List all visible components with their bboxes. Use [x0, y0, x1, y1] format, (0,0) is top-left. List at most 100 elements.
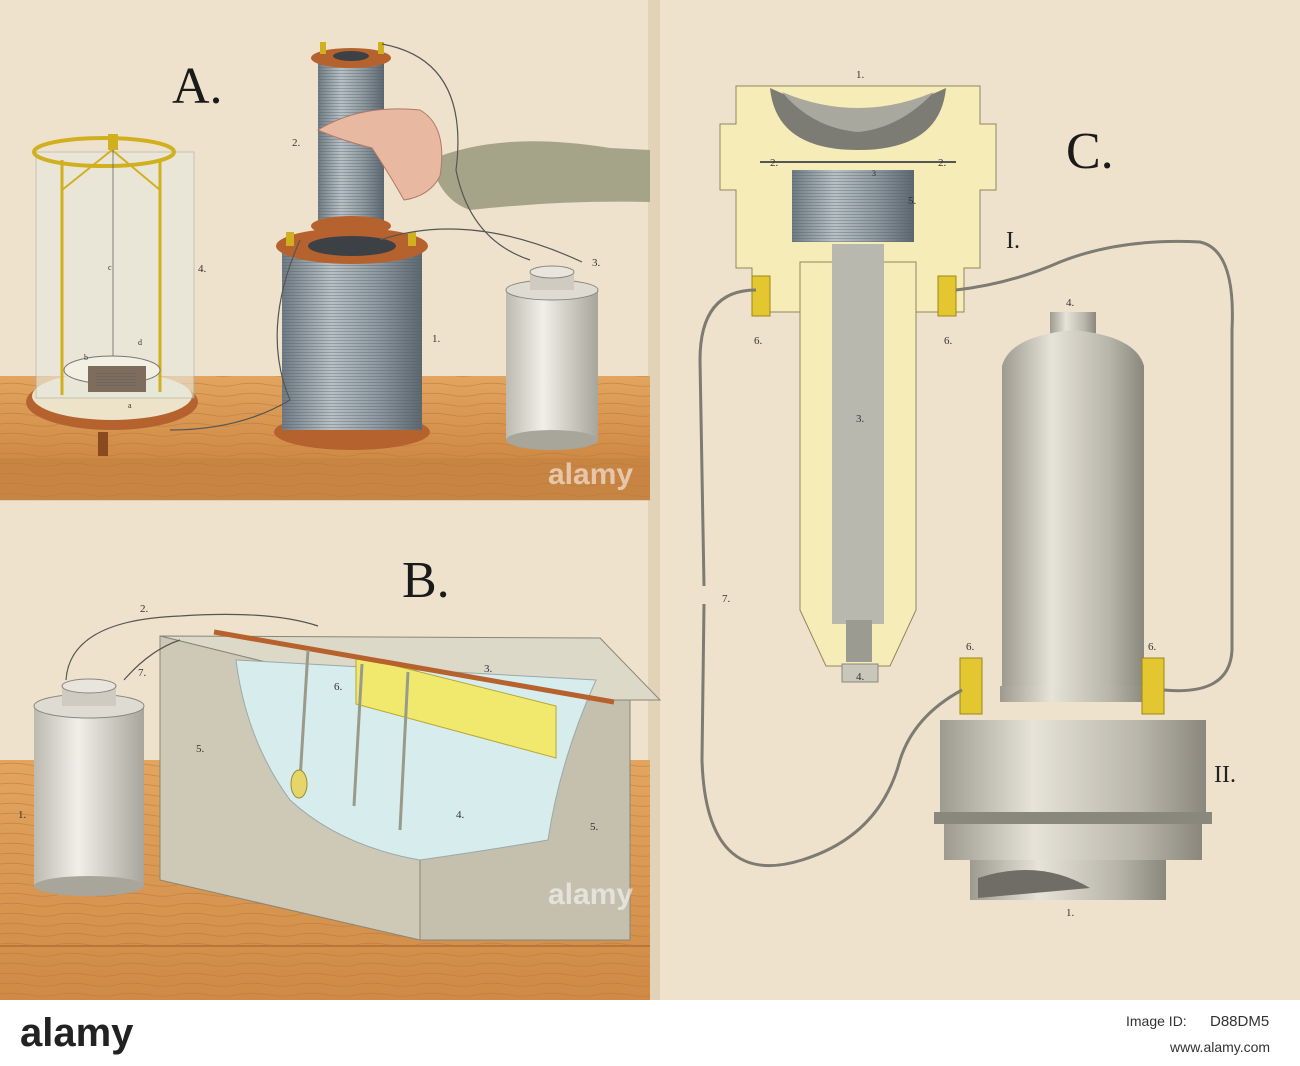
primary-coil: 1. [274, 228, 441, 450]
galvanometer-coil [96, 372, 136, 386]
secondary-coil-hole [333, 51, 369, 61]
label-a-a: a [128, 401, 132, 410]
label-a-c: c [108, 263, 112, 272]
label-c-5: 5. [908, 195, 917, 207]
spoon-bowl [290, 769, 308, 799]
transmitter-dome [1002, 330, 1144, 366]
label-b-7: 7. [138, 667, 147, 679]
label-c-4-top: 4. [1066, 297, 1075, 309]
battery-a-body [506, 290, 598, 440]
label-b-1: 1. [18, 809, 27, 821]
battery-b-bottom [34, 876, 144, 896]
transmitter-collar [1000, 686, 1146, 702]
roman-i: I. [1006, 228, 1020, 254]
label-b-4: 4. [456, 809, 465, 821]
battery-a-inner-top [529, 265, 575, 279]
stock-band-url: www.alamy.com [1169, 1039, 1270, 1055]
transmitter-binding-posts [959, 657, 1165, 715]
receiver-i: 2. 2. 3 5. 6. 6. 3. 4. I. [719, 85, 1020, 683]
label-c-6-right: 6. [944, 335, 953, 347]
roman-ii: II. [1214, 762, 1236, 788]
label-c-1-top: 1. [856, 69, 865, 81]
receiver-magnet-bar [832, 244, 884, 624]
knife-stem [398, 671, 410, 831]
plate-a-table-edge-grain [0, 458, 650, 500]
label-c-7: 7. [722, 593, 731, 605]
label-c-6-left: 6. [754, 335, 763, 347]
binding-post-left [751, 275, 771, 317]
transmitter-mouth [978, 870, 1090, 898]
label-c-6-br: 6. [1148, 641, 1157, 653]
label-a-2: 2. [292, 137, 301, 149]
primary-coil-wire [282, 250, 422, 430]
spoon-stem-1 [298, 649, 310, 781]
transmitter-skirt [944, 824, 1202, 860]
watermark-1: alamy [548, 458, 633, 491]
secondary-terminal-left [320, 42, 326, 54]
primary-terminal-left [286, 232, 294, 246]
cord-right [955, 239, 1234, 693]
stock-band-logo: alamy [20, 1011, 134, 1055]
battery-a: 3. [505, 257, 601, 450]
label-a-1: 1. [432, 333, 441, 345]
galvanometer: c d b a 4. [26, 134, 207, 456]
plate-a: A. c d b a 4. [0, 42, 650, 500]
wires-b [65, 613, 319, 681]
primary-terminal-right [408, 232, 416, 246]
battery-a-bottom [506, 430, 598, 450]
transmitter-post-left [959, 657, 983, 715]
receiver-mouthpiece-highlight [782, 92, 934, 132]
transmitter-column [1002, 366, 1144, 696]
plate-c: C. 1. 2. 2. 3 5. 6. 6. 3. 4. [698, 69, 1236, 919]
secondary-coil-bottom [311, 216, 391, 236]
plate-b-letter: B. [402, 552, 450, 609]
label-a-d: d [138, 338, 142, 347]
battery-b-body [34, 706, 144, 886]
transmitter-post-right [1141, 657, 1165, 715]
label-b-2: 2. [140, 603, 149, 615]
electroplating-bath: 3. 6. 4. 5. 5. [159, 629, 662, 941]
cord-left [698, 288, 963, 868]
label-c-1-bottom: 1. [1066, 907, 1075, 919]
galvanometer-foot [98, 432, 108, 456]
label-c-2-left: 2. [770, 157, 779, 169]
wires-a [169, 43, 583, 431]
label-a-4: 4. [198, 263, 207, 275]
receiver-binding-posts [751, 275, 957, 317]
label-b-3: 3. [484, 663, 493, 675]
stock-band [0, 1000, 1300, 1066]
sleeve [430, 141, 650, 210]
battery-b-inner-top [61, 678, 117, 694]
glass-jar-rim [32, 136, 176, 168]
bath-yellow-plate [355, 655, 557, 759]
receiver-magnet-coil-wire [792, 170, 914, 242]
spoons-and-fork [290, 649, 410, 831]
label-c-2-right: 2. [938, 157, 947, 169]
binding-post-right [937, 275, 957, 317]
fork-stem [352, 663, 364, 807]
stock-band-image-id: D88DM5 [1210, 1013, 1269, 1030]
label-b-5b: 5. [590, 821, 599, 833]
receiver-end-cap [841, 663, 879, 683]
transmitter-ii: 4. 6. 6. 1. II. [934, 297, 1236, 919]
hand-and-sleeve [316, 108, 650, 210]
plate-c-letter: C. [1066, 123, 1114, 180]
plate-b: B. 1. 3. 6. [0, 552, 662, 1000]
label-c-3: 3. [856, 413, 865, 425]
label-c-6-bl: 6. [966, 641, 975, 653]
hand [316, 108, 443, 201]
stock-band-caption-prefix: Image ID: [1126, 1013, 1187, 1029]
jar-knob [108, 134, 118, 150]
watermarks: alamy alamy [548, 458, 633, 911]
label-c-4: 4. [856, 671, 865, 683]
bath-rod [213, 629, 615, 705]
label-b-5a: 5. [196, 743, 205, 755]
watermark-2: alamy [548, 878, 633, 911]
label-a-3: 3. [592, 257, 601, 269]
plate-a-letter: A. [172, 58, 223, 115]
primary-coil-hole [308, 236, 396, 256]
transmitter-base [940, 720, 1206, 816]
secondary-terminal-right [378, 42, 384, 54]
